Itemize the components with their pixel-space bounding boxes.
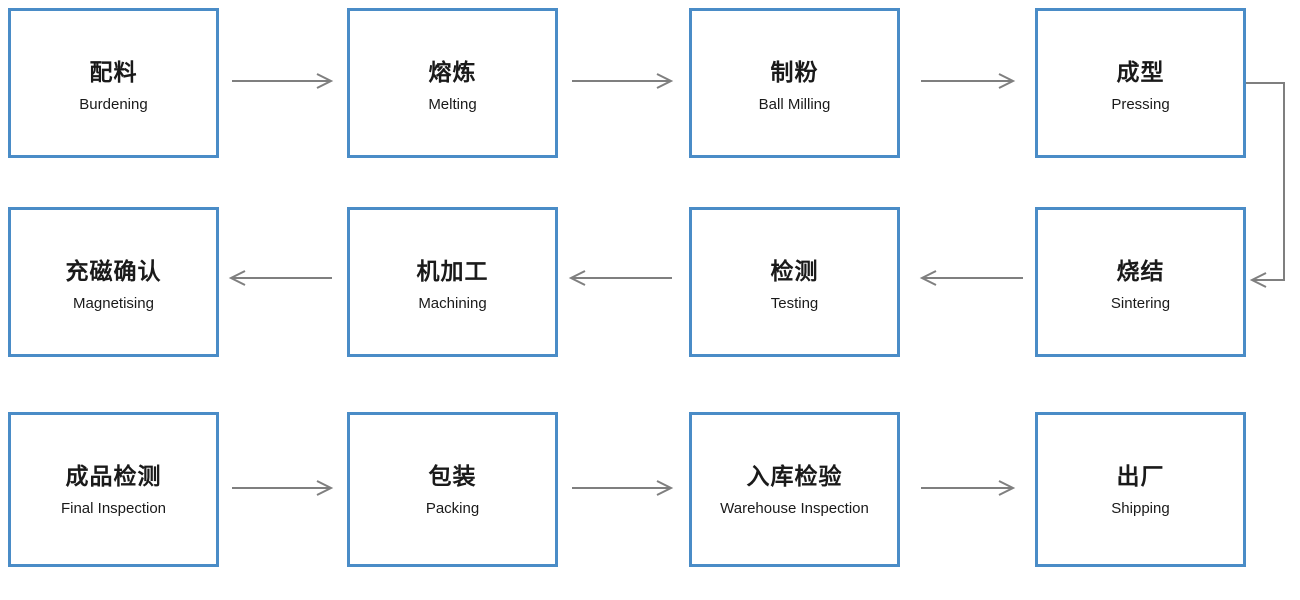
step-box-sintering: 烧结 Sintering [1035,207,1246,357]
step-box-melting: 熔炼 Melting [347,8,558,158]
step-title-en: Packing [425,500,480,517]
step-title-zh: 熔炼 [428,59,477,85]
step-box-magnetising: 充磁确认 Magnetising [8,207,219,357]
step-title-en: Final Inspection [60,500,167,517]
step-title-zh: 制粉 [770,59,819,85]
step-title-zh: 配料 [89,59,138,85]
arrow-pressing-to-sintering [1246,82,1285,288]
step-title-en: Magnetising [73,295,154,312]
step-title-en: Pressing [1111,96,1170,113]
step-box-packing: 包装 Packing [347,412,558,567]
step-title-zh: 检测 [770,258,819,284]
step-box-final-inspection: 成品检测 Final Inspection [8,412,219,567]
step-title-zh: 出厂 [1116,463,1165,489]
step-box-pressing: 成型 Pressing [1035,8,1246,158]
step-title-zh: 充磁确认 [65,258,162,284]
step-title-en: Testing [770,295,819,312]
step-title-en: Shipping [1111,500,1170,517]
step-box-testing: 检测 Testing [689,207,900,357]
step-title-zh: 包装 [428,463,477,489]
step-title-en: Melting [428,96,477,113]
step-title-zh: 机加工 [416,258,489,284]
step-title-zh: 烧结 [1116,258,1165,284]
step-title-zh: 成型 [1116,59,1165,85]
step-box-machining: 机加工 Machining [347,207,558,357]
step-title-en: Sintering [1110,295,1171,312]
step-box-ball-milling: 制粉 Ball Milling [689,8,900,158]
step-box-shipping: 出厂 Shipping [1035,412,1246,567]
step-box-burdening: 配料 Burdening [8,8,219,158]
step-title-en: Warehouse Inspection [720,500,869,517]
step-box-warehouse-inspection: 入库检验 Warehouse Inspection [689,412,900,567]
step-title-en: Ball Milling [758,96,831,113]
step-title-zh: 成品检测 [65,463,162,489]
step-title-en: Machining [418,295,487,312]
step-title-zh: 入库检验 [746,463,843,489]
step-title-en: Burdening [79,96,148,113]
